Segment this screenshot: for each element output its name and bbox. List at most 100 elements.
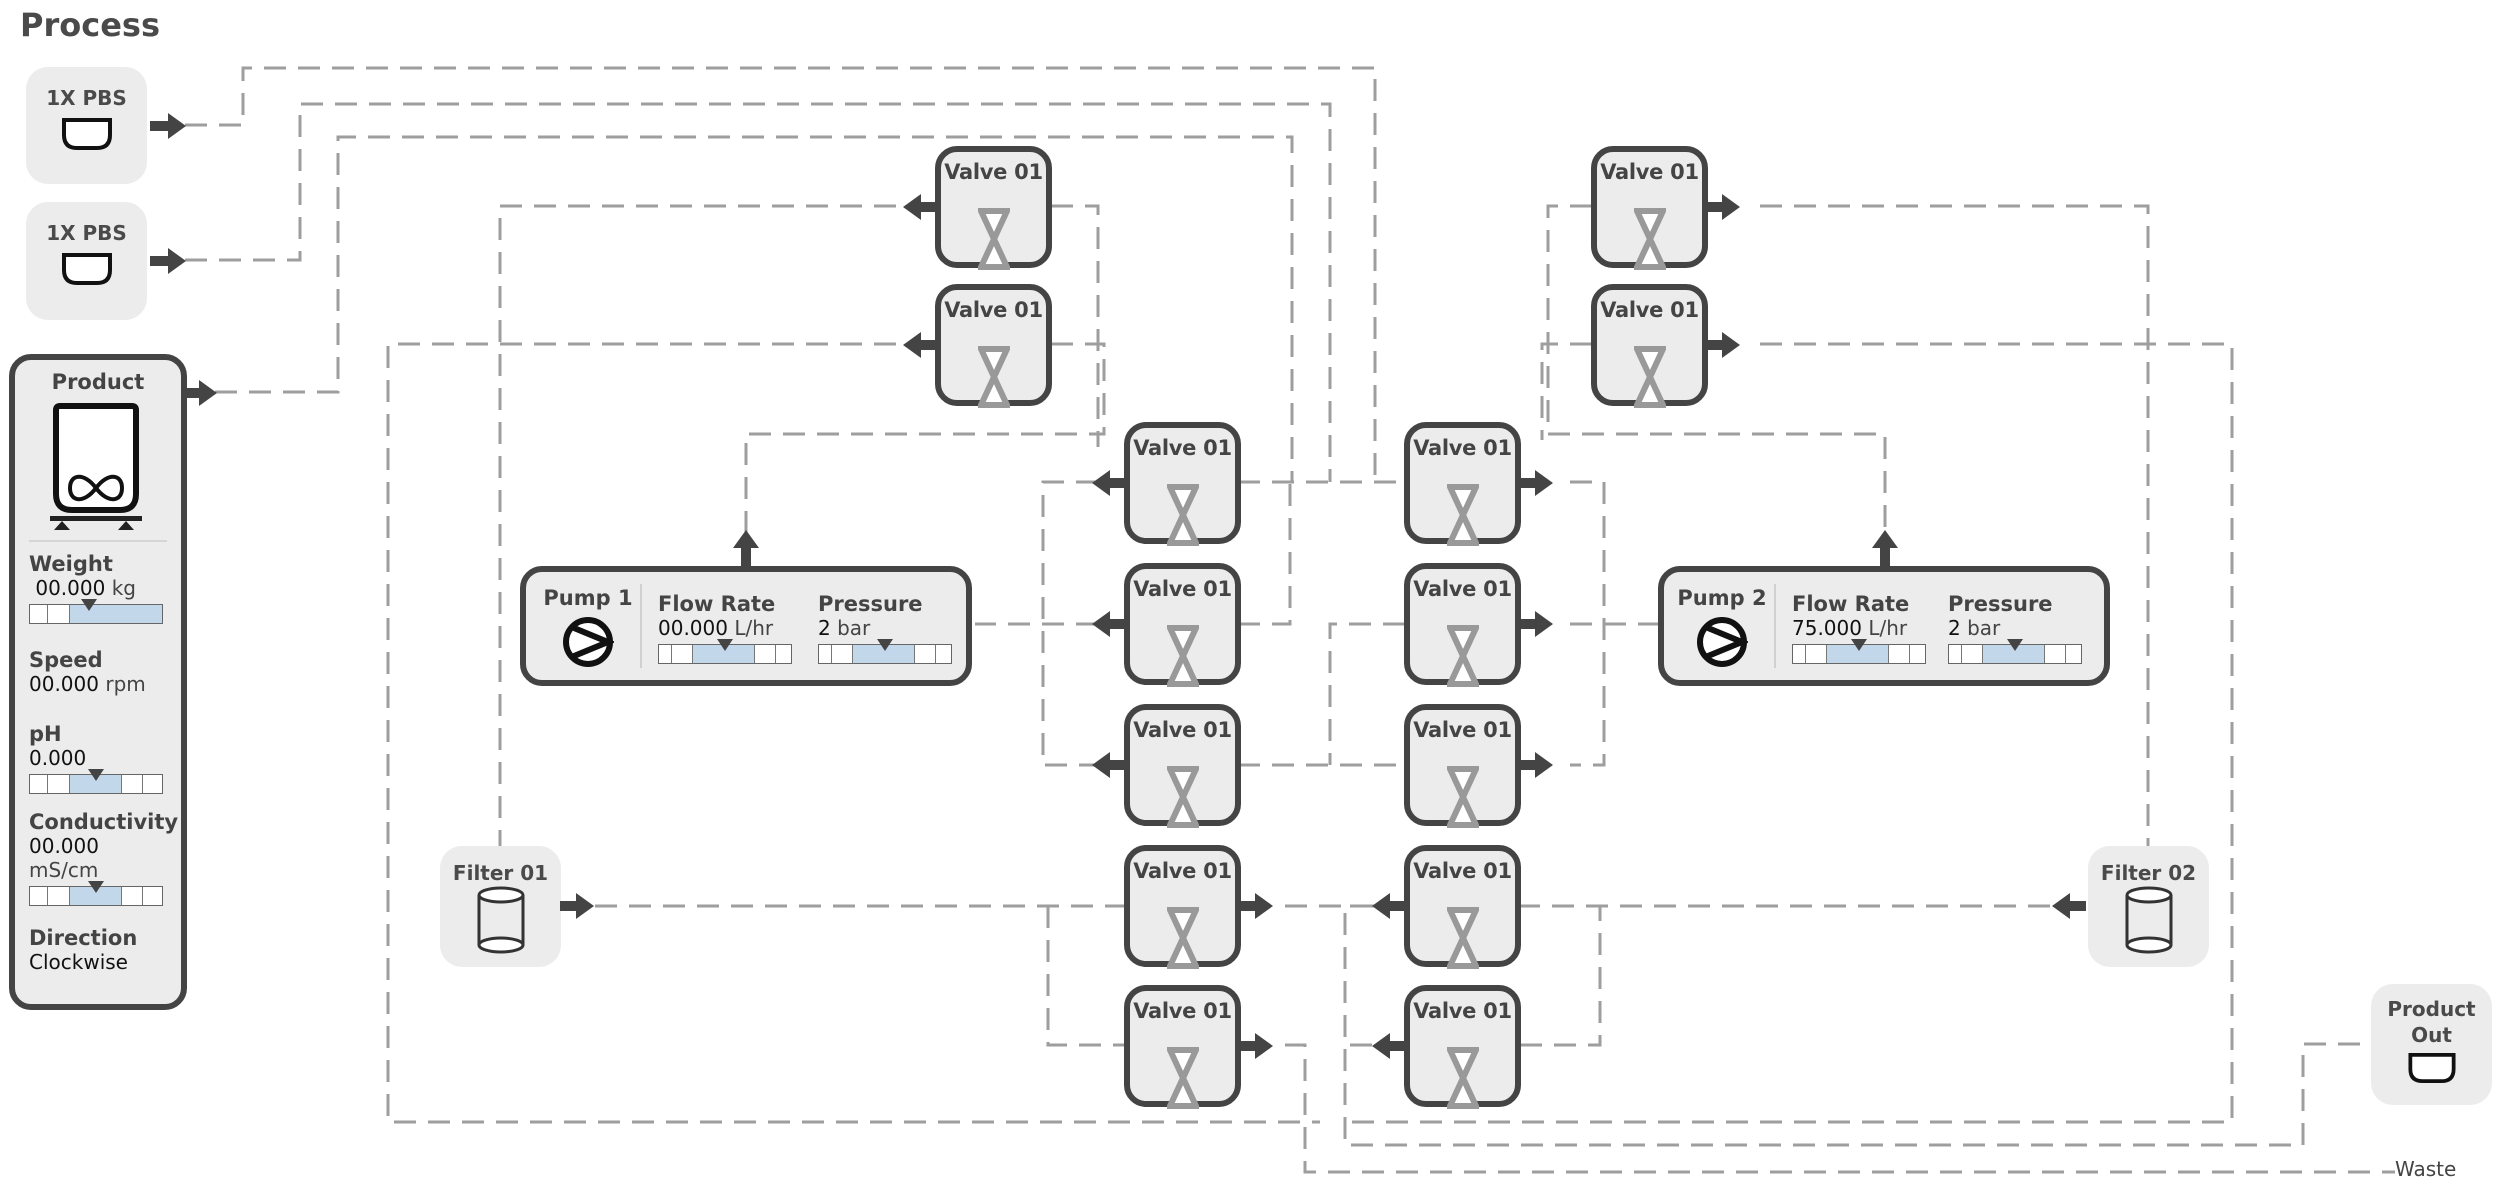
valve-label: Valve 01 [1133, 436, 1232, 460]
arrow-up-icon [1872, 530, 1898, 570]
pressure-gauge [1948, 639, 2082, 664]
product-label: Product [51, 370, 145, 394]
valve-hourglass-icon [1166, 766, 1199, 828]
valve-center-left-2[interactable]: Valve 01 [1124, 563, 1241, 687]
pipe-pbs2 [185, 102, 1332, 482]
valve-label: Valve 01 [1600, 160, 1699, 184]
source-pbs-2[interactable]: 1X PBS [26, 202, 147, 320]
source-pbs-1[interactable]: 1X PBS [26, 67, 147, 184]
arrow-right-icon [1519, 611, 1553, 641]
valve-hourglass-icon [977, 346, 1010, 408]
valve-hourglass-icon [1446, 625, 1479, 687]
speed-readout: 00.000 rpm [29, 672, 146, 696]
page-title: Process [20, 6, 160, 44]
pressure-label: Pressure [818, 592, 923, 616]
valve-top-left-1[interactable]: Valve 01 [935, 146, 1052, 270]
direction-value: Clockwise [29, 950, 128, 974]
valve-label: Valve 01 [1413, 999, 1512, 1023]
product-tank-panel[interactable]: Product Weight 00.000 kg Speed 00.000 rp… [9, 354, 187, 1010]
valve-label: Valve 01 [1600, 298, 1699, 322]
valve-center-left-5[interactable]: Valve 01 [1124, 985, 1241, 1109]
arrow-right-icon [1519, 752, 1553, 782]
pipe-tlv1-in [1051, 204, 1100, 447]
pump-2-panel[interactable]: Pump 2 Flow Rate 75.000 L/hr Pressure 2 … [1658, 566, 2110, 686]
valve-hourglass-icon [1446, 1047, 1479, 1109]
pump-label: Pump 2 [1677, 586, 1767, 610]
valve-hourglass-icon [1166, 907, 1199, 969]
valve-hourglass-icon [977, 208, 1010, 270]
pipe-tlv2-in [744, 342, 1106, 540]
pressure-gauge [818, 639, 952, 664]
speed-label: Speed [29, 648, 103, 672]
valve-center-left-3[interactable]: Valve 01 [1124, 704, 1241, 828]
valve-hourglass-icon [1166, 625, 1199, 687]
arrow-right-icon [560, 893, 594, 923]
waste-label: Waste [2395, 1157, 2457, 1181]
valve-center-left-4[interactable]: Valve 01 [1124, 845, 1241, 969]
valve-center-right-4[interactable]: Valve 01 [1404, 845, 1521, 969]
flow-rate-readout: 00.000 L/hr [658, 616, 774, 640]
arrow-left-icon [1092, 611, 1126, 641]
arrow-right-icon [150, 248, 186, 278]
weight-readout: 00.000 kg [35, 576, 136, 600]
arrow-right-icon [150, 113, 186, 143]
pipe-tlv2-out [386, 342, 1320, 1124]
pipe-trv2-in [1540, 342, 1592, 440]
ph-label: pH [29, 722, 62, 746]
pipe-pbs1 [185, 66, 1377, 482]
conductivity-gauge [29, 881, 163, 906]
valve-label: Valve 01 [1413, 859, 1512, 883]
valve-label: Valve 01 [1133, 718, 1232, 742]
valve-hourglass-icon [1166, 1047, 1199, 1109]
arrow-left-icon [1092, 752, 1126, 782]
valve-center-right-3[interactable]: Valve 01 [1404, 704, 1521, 828]
pipe-tlv1-out [498, 204, 930, 846]
vessel-icon [2407, 1052, 2456, 1084]
arrow-left-icon [1092, 470, 1126, 500]
ph-readout: 0.000 [29, 746, 87, 770]
divider [29, 540, 167, 542]
valve-center-right-2[interactable]: Valve 01 [1404, 563, 1521, 687]
arrow-left-icon [903, 194, 937, 224]
pipe-cl5-out [1285, 1043, 2395, 1174]
valve-top-right-2[interactable]: Valve 01 [1591, 284, 1708, 408]
filter-label: Filter 02 [2100, 861, 2197, 885]
filter-01[interactable]: Filter 01 [440, 846, 561, 967]
valve-hourglass-icon [1166, 484, 1199, 546]
pipe-trv2-out [1350, 342, 2234, 1124]
vessel-icon [61, 118, 112, 150]
valve-label: Valve 01 [1133, 999, 1232, 1023]
arrow-left-icon [1372, 893, 1406, 923]
flow-rate-label: Flow Rate [1792, 592, 1910, 616]
valve-label: Valve 01 [1413, 436, 1512, 460]
valve-center-left-1[interactable]: Valve 01 [1124, 422, 1241, 546]
filter-02[interactable]: Filter 02 [2088, 846, 2209, 967]
pipe-trv1-in [1546, 204, 1887, 540]
filter-label: Filter 01 [452, 861, 549, 885]
valve-hourglass-icon [1446, 484, 1479, 546]
valve-hourglass-icon [1633, 346, 1666, 408]
pump-icon [1697, 617, 1750, 667]
valve-top-right-1[interactable]: Valve 01 [1591, 146, 1708, 270]
valve-hourglass-icon [1446, 907, 1479, 969]
valve-label: Valve 01 [1413, 718, 1512, 742]
pipe-cr4-in [1343, 904, 2371, 1147]
divider [640, 584, 642, 668]
pipe-trv1-out [1760, 204, 2150, 846]
pipe-cr5-loop [1520, 906, 1602, 1047]
filter-cylinder-icon [2125, 886, 2172, 954]
pressure-readout: 2 bar [818, 616, 871, 640]
arrow-right-icon [1706, 332, 1740, 362]
conductivity-readout: 00.000 mS/cm [29, 834, 99, 882]
divider [1774, 584, 1776, 668]
arrow-up-icon [733, 530, 759, 570]
valve-center-right-5[interactable]: Valve 01 [1404, 985, 1521, 1109]
arrow-left-icon [1372, 1033, 1406, 1063]
pump-1-panel[interactable]: Pump 1 Flow Rate 00.000 L/hr Pressure 2 … [520, 566, 972, 686]
valve-top-left-2[interactable]: Valve 01 [935, 284, 1052, 408]
pump-icon [563, 617, 616, 667]
weight-gauge [29, 599, 163, 624]
valve-center-right-1[interactable]: Valve 01 [1404, 422, 1521, 546]
